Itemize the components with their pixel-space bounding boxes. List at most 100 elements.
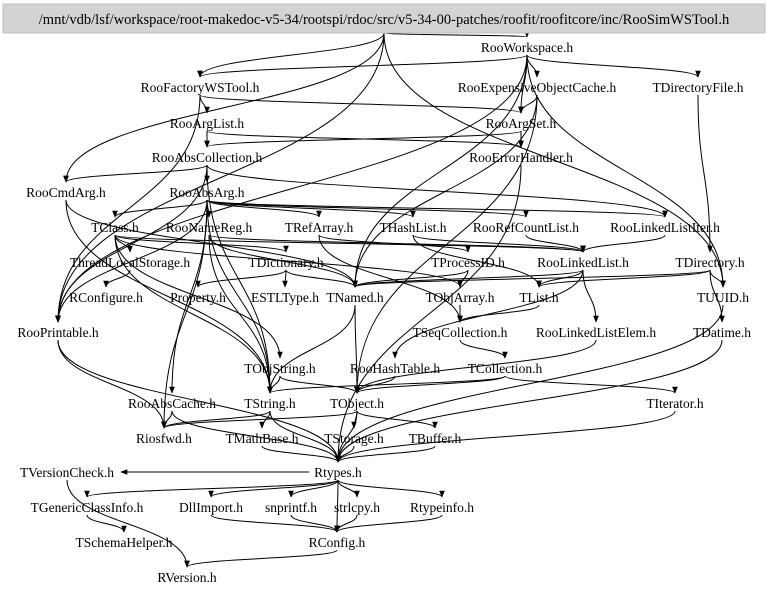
edge-rooabsarg-to-roorefcountlist <box>206 199 529 218</box>
edge-tdictionary-to-estltype <box>282 269 288 288</box>
edge-tcollection-to-tobject <box>354 375 506 394</box>
node-rconfigure[interactable]: RConfigure.h <box>69 290 143 305</box>
node-tschemahelper[interactable]: TSchemaHelper.h <box>75 535 172 550</box>
edge-tdictionary-to-property <box>195 269 287 288</box>
edge-roocmdarg-to-tstring <box>65 199 273 394</box>
edge-tuuid-to-rtypes <box>335 304 724 463</box>
node-rconfig[interactable]: RConfig.h <box>309 535 366 550</box>
edge-tgenericclassinfo-to-tschemahelper <box>86 514 127 533</box>
edge-rooargset-to-rooabscollection <box>204 130 522 148</box>
edge-titerator-to-rtypes <box>335 410 676 463</box>
edge-tobjstring-to-tobject <box>279 375 360 394</box>
node-trefarray[interactable]: TRefArray.h <box>285 220 354 235</box>
edge-tversioncheck-to-rversion <box>66 479 190 568</box>
node-tnamed[interactable]: TNamed.h <box>326 290 384 305</box>
edge-tobject-to-riosfwd <box>161 410 358 429</box>
node-tobject[interactable]: TObject.h <box>330 396 384 411</box>
edge-tobject-to-tbuffer <box>356 410 438 429</box>
edge-rooexpensiveobjectcache-to-tobject <box>354 94 538 394</box>
edge-rooexpensiveobjectcache-to-rooargset <box>518 94 538 114</box>
node-rtypes[interactable]: Rtypes.h <box>314 465 362 480</box>
edge-root-to-roocmdarg <box>63 32 385 183</box>
node-tdirectoryfile[interactable]: TDirectoryFile.h <box>652 80 743 95</box>
edge-rconfig-to-rversion <box>184 549 338 568</box>
node-tobjstring[interactable]: TObjString.h <box>244 361 316 376</box>
edge-roolinkedlistelem-to-tobject <box>354 339 597 394</box>
edge-tclass-to-tdictionary <box>114 234 289 253</box>
edge-tnamed-to-tstring <box>267 304 356 394</box>
node-tstring[interactable]: TString.h <box>244 396 296 411</box>
node-roolinkedlist[interactable]: RooLinkedList.h <box>537 255 629 270</box>
node-tcollection[interactable]: TCollection.h <box>468 361 543 376</box>
edge-root-to-roofactorywstool <box>197 32 385 78</box>
node-tdatime[interactable]: TDatime.h <box>693 325 751 340</box>
node-tstorage[interactable]: TStorage.h <box>324 431 384 446</box>
edge-dllimport-to-rconfig <box>210 514 340 533</box>
node-threadlocalstorage[interactable]: ThreadLocalStorage.h <box>70 255 191 270</box>
edge-rooerrorhandler-to-rtypes <box>335 164 522 463</box>
edge-rtypes-to-dllimport <box>208 479 339 498</box>
node-tseqcollection[interactable]: TSeqCollection.h <box>413 325 508 340</box>
root-node[interactable]: /mnt/vdb/lsf/workspace/root-makedoc-v5-3… <box>2 3 766 34</box>
edge-roocmdarg-to-tnamed <box>65 199 358 288</box>
node-rooabscache[interactable]: RooAbsCache.h <box>128 396 216 411</box>
edge-tobject-to-rtypes <box>335 410 358 463</box>
node-tmathbase[interactable]: TMathBase.h <box>225 431 298 446</box>
node-rooprintable[interactable]: RooPrintable.h <box>17 325 99 340</box>
edge-rooabsarg-to-trefarray <box>206 199 322 218</box>
node-rversion[interactable]: RVersion.h <box>157 570 217 585</box>
edge-rooabscollection-to-roolinkedlistiter <box>206 164 668 218</box>
node-estltype[interactable]: ESTLType.h <box>251 290 319 305</box>
node-rooargset[interactable]: RooArgSet.h <box>486 116 557 131</box>
node-titerator[interactable]: TIterator.h <box>646 396 704 411</box>
edge-tcollection-to-tstring <box>267 375 506 394</box>
edge-root-to-rooprintable <box>55 32 385 323</box>
node-tprocessid[interactable]: TProcessID.h <box>431 255 505 270</box>
edge-tdirectory-to-tnamed <box>352 269 711 288</box>
node-roolinkedlistelem[interactable]: RooLinkedListElem.h <box>536 325 657 340</box>
node-roohashtable[interactable]: RooHashTable.h <box>350 361 440 376</box>
edge-rooabscache-to-rtypes <box>171 410 341 463</box>
node-roocmdarg[interactable]: RooCmdArg.h <box>26 185 106 200</box>
node-tuuid[interactable]: TUUID.h <box>697 290 749 305</box>
node-tdictionary[interactable]: TDictionary.h <box>248 255 323 270</box>
node-tversioncheck[interactable]: TVersionCheck.h <box>20 465 114 480</box>
node-riosfwd[interactable]: Riosfwd.h <box>136 431 192 446</box>
node-rtypeinfo[interactable]: Rtypeinfo.h <box>410 500 474 515</box>
edge-tclass-to-tstring <box>114 234 273 394</box>
node-property[interactable]: Property.h <box>170 290 226 305</box>
edge-rtypeinfo-to-rconfig <box>334 514 443 533</box>
edge-tclass-to-tobjarray <box>114 234 463 288</box>
node-tobjarray[interactable]: TObjArray.h <box>426 290 495 305</box>
node-rooarglist[interactable]: RooArgList.h <box>170 116 245 131</box>
edge-rooprintable-to-rtypes <box>57 339 341 463</box>
edge-thashlist-to-roolinkedlist <box>412 234 586 253</box>
node-tclass[interactable]: TClass.h <box>91 220 139 235</box>
node-tbuffer[interactable]: TBuffer.h <box>409 431 462 446</box>
node-roofactorywstool[interactable]: RooFactoryWSTool.h <box>141 80 260 95</box>
node-rooworkspace[interactable]: RooWorkspace.h <box>481 40 574 55</box>
node-tgenericclassinfo[interactable]: TGenericClassInfo.h <box>31 500 144 515</box>
node-roolinkedlistiter[interactable]: RooLinkedListIter.h <box>610 220 720 235</box>
edge-tstring-to-rtypes <box>269 410 341 463</box>
node-dllimport[interactable]: DllImport.h <box>179 500 243 515</box>
edge-tnamed-to-tobject <box>354 304 360 394</box>
edge-rtypes-to-snprintf <box>288 479 339 498</box>
root-node-box <box>2 3 766 34</box>
edge-root-to-tuuid <box>383 32 726 288</box>
node-roorefcountlist[interactable]: RooRefCountList.h <box>473 220 579 235</box>
edge-rooabsarg-to-thashlist <box>206 199 416 218</box>
node-tlist[interactable]: TList.h <box>519 290 559 305</box>
edge-rooabsarg-to-rooprintable <box>55 199 208 323</box>
node-rooabscollection[interactable]: RooAbsCollection.h <box>152 150 263 165</box>
node-tdirectory[interactable]: TDirectory.h <box>675 255 744 270</box>
node-rooexpensiveobjectcache[interactable]: RooExpensiveObjectCache.h <box>458 80 617 95</box>
node-thashlist[interactable]: THashList.h <box>379 220 446 235</box>
node-roonamereg[interactable]: RooNameReg.h <box>166 220 253 235</box>
edge-roofactorywstool-to-rooprintable <box>55 94 201 323</box>
node-strlcpy[interactable]: strlcpy.h <box>334 500 380 515</box>
node-rooabsarg[interactable]: RooAbsArg.h <box>169 185 244 200</box>
node-rooerrorhandler[interactable]: RooErrorHandler.h <box>469 150 573 165</box>
node-snprintf[interactable]: snprintf.h <box>265 500 317 515</box>
